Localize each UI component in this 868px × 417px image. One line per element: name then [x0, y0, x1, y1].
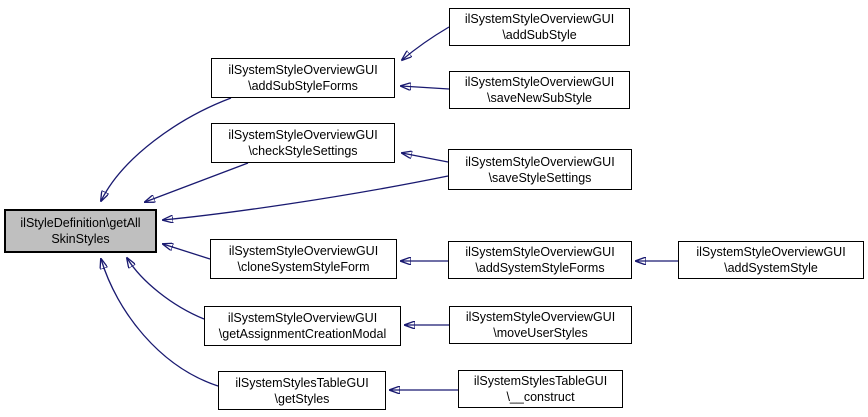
edge-getStyles-to-getAllSkinStyles — [101, 259, 219, 387]
node-label: \getAssignmentCreationModal — [218, 327, 387, 341]
node-label: \saveNewSubStyle — [487, 91, 592, 105]
node-label: ilSystemStyleOverviewGUI — [228, 63, 378, 77]
edge-saveStyleSettings-to-checkStyleSettings — [402, 153, 449, 163]
node-label: ilSystemStyleOverviewGUI — [464, 75, 615, 89]
node-getallskinstyles: ilStyleDefinition\getAll SkinStyles — [4, 209, 157, 253]
edge-addSubStyleForms-to-getAllSkinStyles — [101, 97, 232, 201]
node-label: \addSubStyle — [502, 28, 577, 42]
edge-saveStyleSettings-to-getAllSkinStyles — [163, 175, 449, 220]
node-label: ilSystemStyleOverviewGUI — [465, 245, 615, 259]
node-label: ilSystemStyleOverviewGUI — [696, 245, 846, 259]
node-label: \addSystemStyle — [724, 261, 818, 275]
node-label: ilSystemStyleOverviewGUI — [228, 244, 379, 258]
node-label: \moveUserStyles — [493, 326, 588, 340]
node-label: \addSubStyleForms — [248, 79, 358, 93]
node-label: \__construct — [506, 390, 575, 404]
node-label: \getStyles — [274, 391, 330, 406]
node-checkstylesettings[interactable]: ilSystemStyleOverviewGUI \checkStyleSett… — [211, 123, 395, 163]
edge-addSubStyle-to-addSubStyleForms — [402, 26, 450, 60]
edge-cloneSystemStyleForm-to-getAllSkinStyles — [163, 244, 211, 260]
node-addsystemstyle[interactable]: ilSystemStyleOverviewGUI \addSystemStyle — [678, 241, 864, 279]
node-clonesystemstyleform[interactable]: ilSystemStyleOverviewGUI \cloneSystemSty… — [210, 239, 397, 279]
node-addsystemstyleforms[interactable]: ilSystemStyleOverviewGUI \addSystemStyle… — [448, 241, 632, 279]
node-label: ilSystemStyleOverviewGUI — [228, 128, 378, 142]
node-label: \cloneSystemStyleForm — [237, 260, 370, 274]
node-label: ilSystemStylesTableGUI — [473, 374, 608, 388]
node-moveuserstyles[interactable]: ilSystemStyleOverviewGUI \moveUserStyles — [449, 306, 632, 344]
node-getassignmentcreationmodal[interactable]: ilSystemStyleOverviewGUI \getAssignmentC… — [204, 306, 401, 346]
node-label: ilSystemStyleOverviewGUI — [465, 310, 616, 324]
node-addsubstyleforms[interactable]: ilSystemStyleOverviewGUI \addSubStyleFor… — [211, 58, 395, 98]
node-label: ilSystemStyleOverviewGUI — [465, 154, 615, 169]
node-label: \checkStyleSettings — [248, 144, 358, 158]
node-label: ilStyleDefinition\getAll — [20, 216, 141, 230]
node-label: SkinStyles — [51, 232, 110, 246]
node-addsubstyle[interactable]: ilSystemStyleOverviewGUI \addSubStyle — [449, 8, 630, 46]
edge-getAssignmentCreationModal-to-getAllSkinStyles — [127, 258, 205, 320]
node-label: ilSystemStylesTableGUI — [235, 375, 369, 390]
node-label: ilSystemStyleOverviewGUI — [464, 12, 615, 26]
node-construct[interactable]: ilSystemStylesTableGUI \__construct — [458, 370, 623, 408]
node-label: \saveStyleSettings — [488, 170, 592, 185]
node-savestylesettings[interactable]: ilSystemStyleOverviewGUI \saveStyleSetti… — [448, 149, 632, 190]
node-getstyles[interactable]: ilSystemStylesTableGUI \getStyles — [218, 371, 386, 410]
edge-saveNewSubStyle-to-addSubStyleForms — [401, 86, 450, 89]
node-label: ilSystemStyleOverviewGUI — [227, 311, 378, 325]
node-savenewsubstyle[interactable]: ilSystemStyleOverviewGUI \saveNewSubStyl… — [449, 71, 630, 109]
edge-checkStyleSettings-to-getAllSkinStyles — [145, 162, 249, 202]
node-label: \addSystemStyleForms — [475, 261, 605, 275]
